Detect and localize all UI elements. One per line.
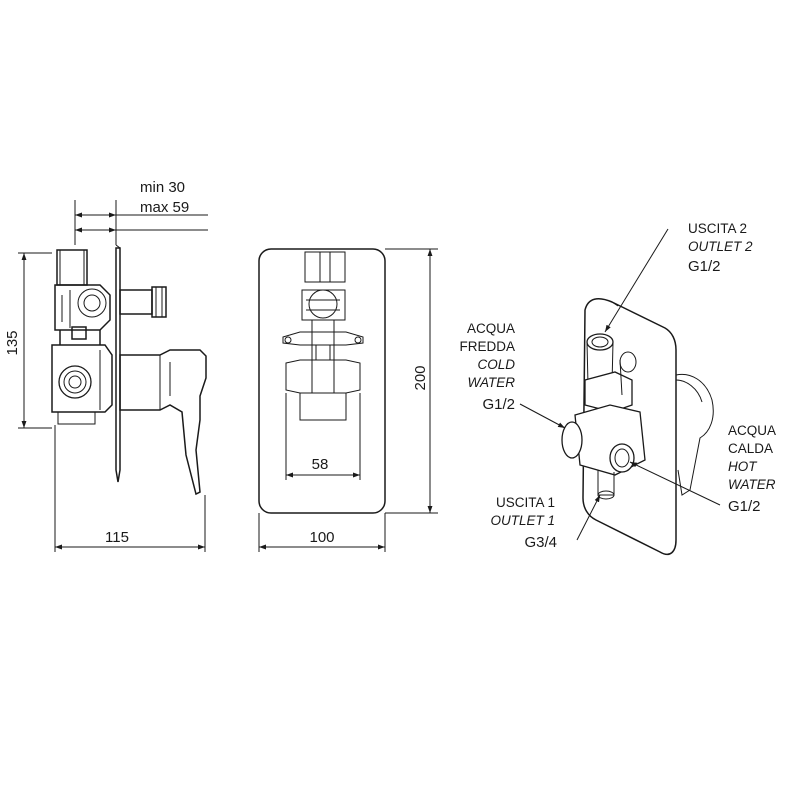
height-200-label: 200 — [412, 365, 429, 390]
width-58-label: 58 — [312, 456, 329, 473]
cold-it2-label: FREDDA — [459, 339, 515, 354]
hot-it2-label: CALDA — [728, 441, 773, 456]
front-view: 58 200 100 — [258, 248, 438, 552]
cold-en1-label: COLD — [477, 357, 515, 372]
outlet1-it-label: USCITA 1 — [496, 495, 555, 510]
depth-max-label: max 59 — [140, 199, 189, 216]
outlet1-size-label: G3/4 — [524, 534, 557, 551]
height-135-label: 135 — [4, 330, 21, 355]
side-view: min 30 max 59 135 115 — [4, 179, 208, 552]
hot-en1-label: HOT — [728, 459, 758, 474]
cold-size-label: G1/2 — [482, 396, 515, 413]
hot-size-label: G1/2 — [728, 498, 761, 515]
cold-en2-label: WATER — [467, 375, 515, 390]
hot-en2-label: WATER — [728, 477, 776, 492]
outlet2-it-label: USCITA 2 — [688, 221, 747, 236]
depth-min-label: min 30 — [140, 179, 185, 196]
outlet2-size-label: G1/2 — [688, 258, 721, 275]
width-100-label: 100 — [309, 529, 334, 546]
hot-it1-label: ACQUA — [728, 423, 776, 438]
outlet2-en-label: OUTLET 2 — [688, 239, 753, 254]
outlet1-en-label: OUTLET 1 — [490, 513, 555, 528]
iso-view: USCITA 2 OUTLET 2 G1/2 ACQUA FREDDA COLD… — [459, 221, 776, 556]
depth-115-label: 115 — [105, 529, 129, 546]
cold-it1-label: ACQUA — [467, 321, 515, 336]
